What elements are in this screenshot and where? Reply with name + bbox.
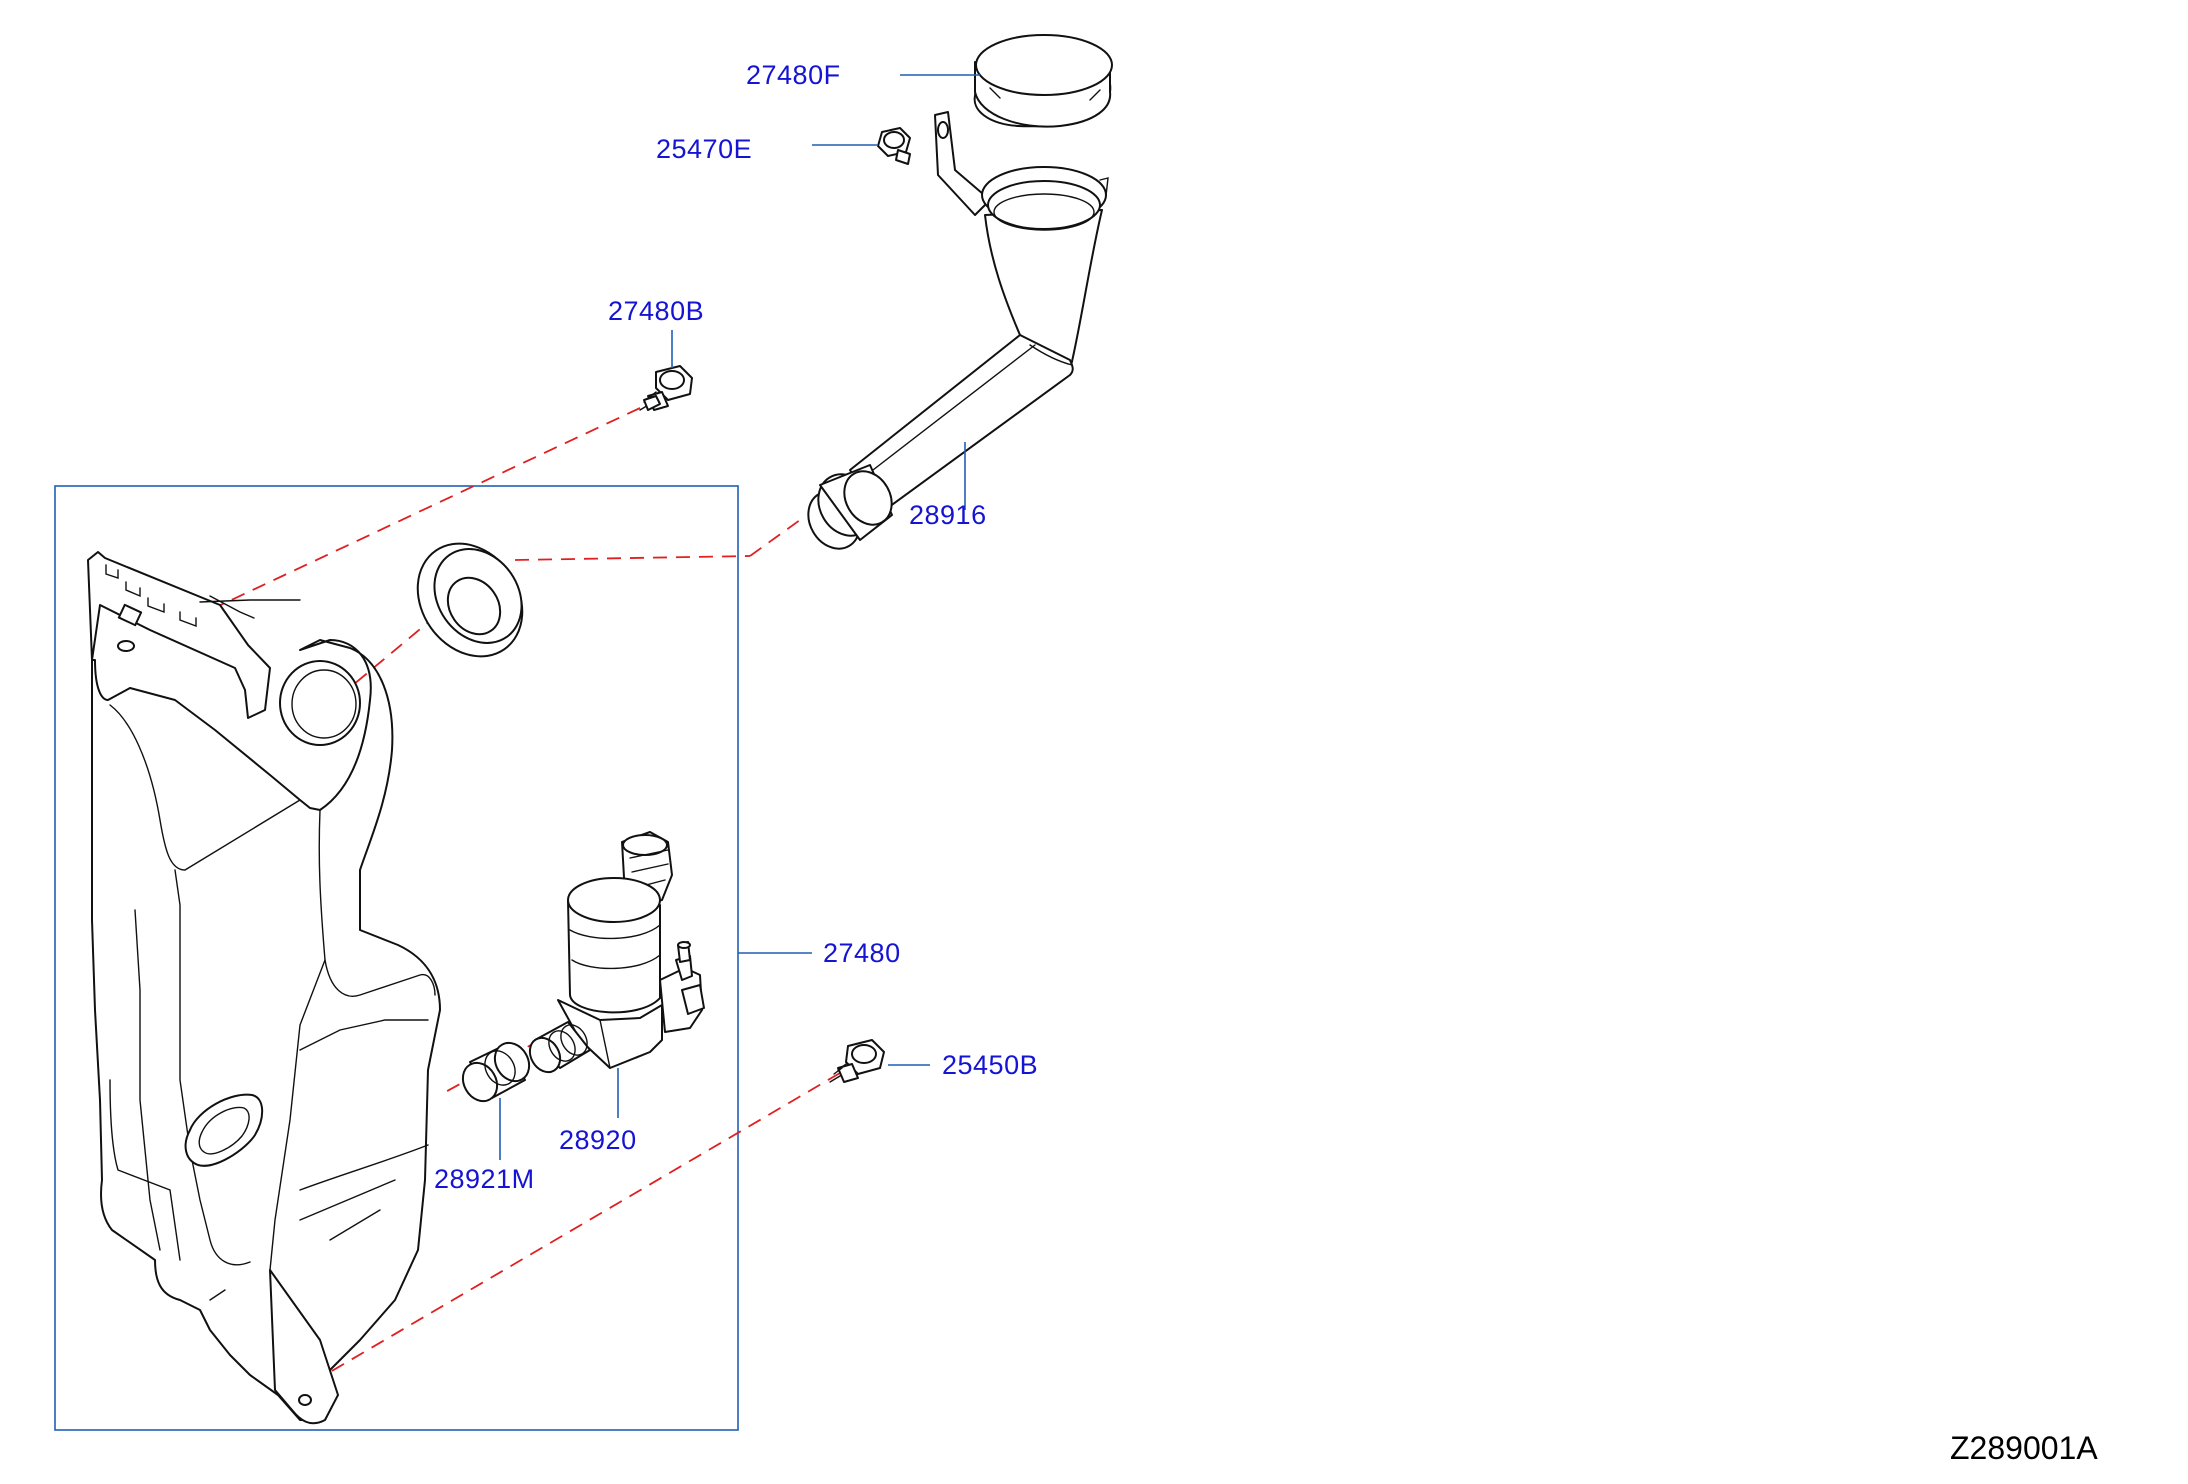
- dash-bolt-top: [209, 407, 641, 611]
- washer-tank: [87, 551, 441, 1425]
- callout-28921M: 28921M: [434, 1164, 535, 1194]
- pump-grommet: [461, 1041, 531, 1103]
- leader-lines: [499, 74, 980, 1160]
- callout-27480B: 27480B: [608, 296, 705, 326]
- callout-25450B: 25450B: [942, 1050, 1039, 1080]
- filler-tube: [807, 111, 1109, 550]
- filler-seal: [416, 542, 524, 658]
- dash-tube-to-tube: [749, 519, 801, 557]
- filler-cap: [973, 34, 1113, 128]
- bolt-top: [639, 365, 693, 411]
- washer-pump: [528, 831, 705, 1074]
- callout-28920: 28920: [559, 1125, 637, 1155]
- nut: [877, 127, 911, 165]
- dash-bolt-bottom: [324, 1072, 841, 1376]
- dash-seal-to-tube: [514, 555, 751, 561]
- callout-28916: 28916: [909, 500, 987, 530]
- callout-25470E: 25470E: [656, 134, 753, 164]
- callout-27480F: 27480F: [746, 60, 841, 90]
- assembly-frame: [54, 485, 739, 1431]
- callout-27480: 27480: [823, 938, 901, 968]
- drawing-code: Z289001A: [1950, 1430, 2098, 1466]
- bolt-bottom: [829, 1039, 885, 1083]
